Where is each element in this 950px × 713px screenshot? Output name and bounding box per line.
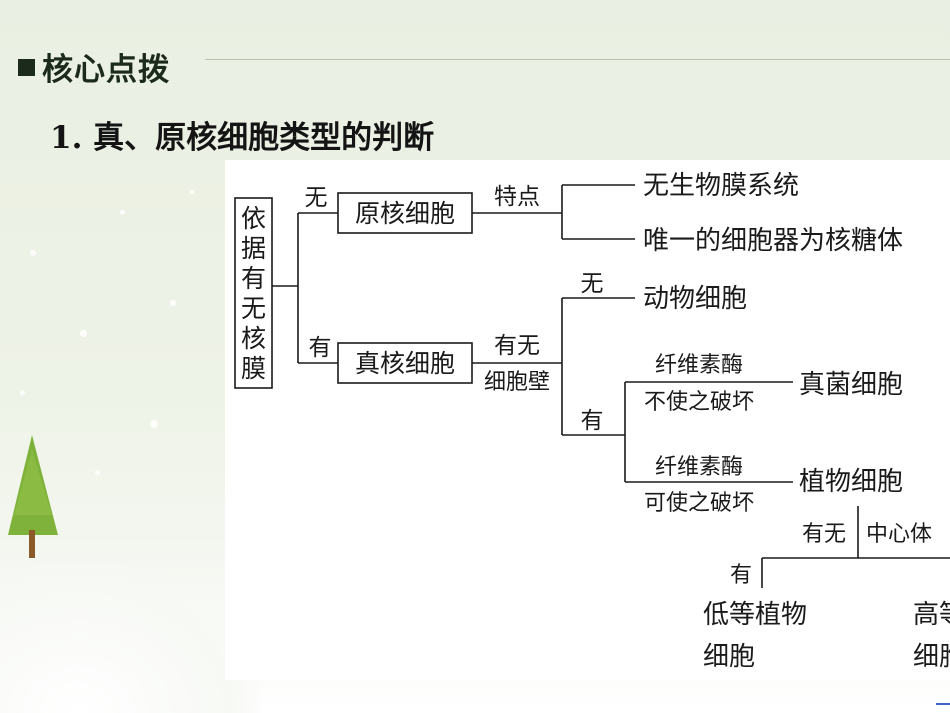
higher-plant-1: 高等 (913, 600, 950, 630)
wall-label-1: 有无 (494, 333, 540, 359)
root-char: 依 (241, 204, 266, 233)
enzyme-b-2: 可使之破坏 (644, 491, 754, 516)
snow-ground (0, 563, 260, 713)
plant-cell: 植物细胞 (799, 467, 903, 497)
square-bullet-icon (18, 59, 35, 76)
root-char: 据 (241, 234, 266, 263)
branch-no-label: 无 (305, 185, 328, 211)
snowflake (150, 420, 158, 428)
root-char: 核 (241, 324, 266, 353)
branch-yes-label: 有 (309, 335, 332, 361)
prokaryote-label: 原核细胞 (355, 199, 455, 228)
feature-1: 无生物膜系统 (643, 171, 799, 201)
root-char: 无 (241, 294, 266, 323)
snowflake (95, 470, 100, 475)
animal-cell: 动物细胞 (643, 284, 747, 314)
feature-label: 特点 (494, 184, 540, 210)
root-connector (272, 212, 338, 364)
snowflake (80, 330, 87, 337)
heading-rule (205, 59, 950, 60)
feature-2: 唯一的细胞器为核糖体 (643, 226, 903, 256)
wall-no-label: 无 (581, 271, 604, 297)
centriole-connector (761, 557, 950, 588)
page-indicator (936, 703, 950, 705)
snowflake (190, 190, 194, 194)
lower-plant-2: 细胞 (703, 642, 755, 672)
wall-label-2: 细胞壁 (484, 370, 550, 395)
snowflake (30, 250, 36, 256)
root-box (234, 197, 273, 389)
eukaryote-connector (472, 297, 635, 436)
higher-plant-2: 细胞 (913, 642, 950, 672)
root-char: 有 (241, 264, 266, 293)
snowflake (20, 390, 25, 395)
centriole-label: 中心体 (866, 522, 932, 547)
prokaryote-connector (472, 184, 635, 240)
eukaryote-box (337, 342, 473, 384)
snowflake (170, 300, 176, 306)
section-heading: 核心点拨 (18, 44, 170, 89)
enzyme-b-1: 纤维素酶 (655, 455, 743, 480)
fungus-cell: 真菌细胞 (799, 370, 903, 400)
lower-plant-1: 低等植物 (703, 600, 807, 630)
heading-text: 核心点拨 (42, 52, 170, 88)
classification-diagram: 依 据 有 无 核 膜 无 有 原核细胞 特点 无生物膜系统 唯一的细胞器为核糖… (225, 160, 950, 680)
centriole-yes-label: 有 (730, 563, 752, 588)
enzyme-a-1: 纤维素酶 (655, 353, 743, 378)
wall-yes-label: 有 (581, 408, 604, 434)
enzyme-a-2: 不使之破坏 (644, 390, 754, 415)
subheading: 1. 真、原核细胞类型的判断 (50, 120, 435, 156)
root-char: 膜 (241, 354, 266, 383)
snowflake (120, 210, 125, 215)
eukaryote-label: 真核细胞 (355, 349, 455, 378)
wall-yes-connector (624, 381, 793, 483)
centriole-question: 有无 (802, 522, 846, 547)
tree-icon (8, 435, 58, 558)
